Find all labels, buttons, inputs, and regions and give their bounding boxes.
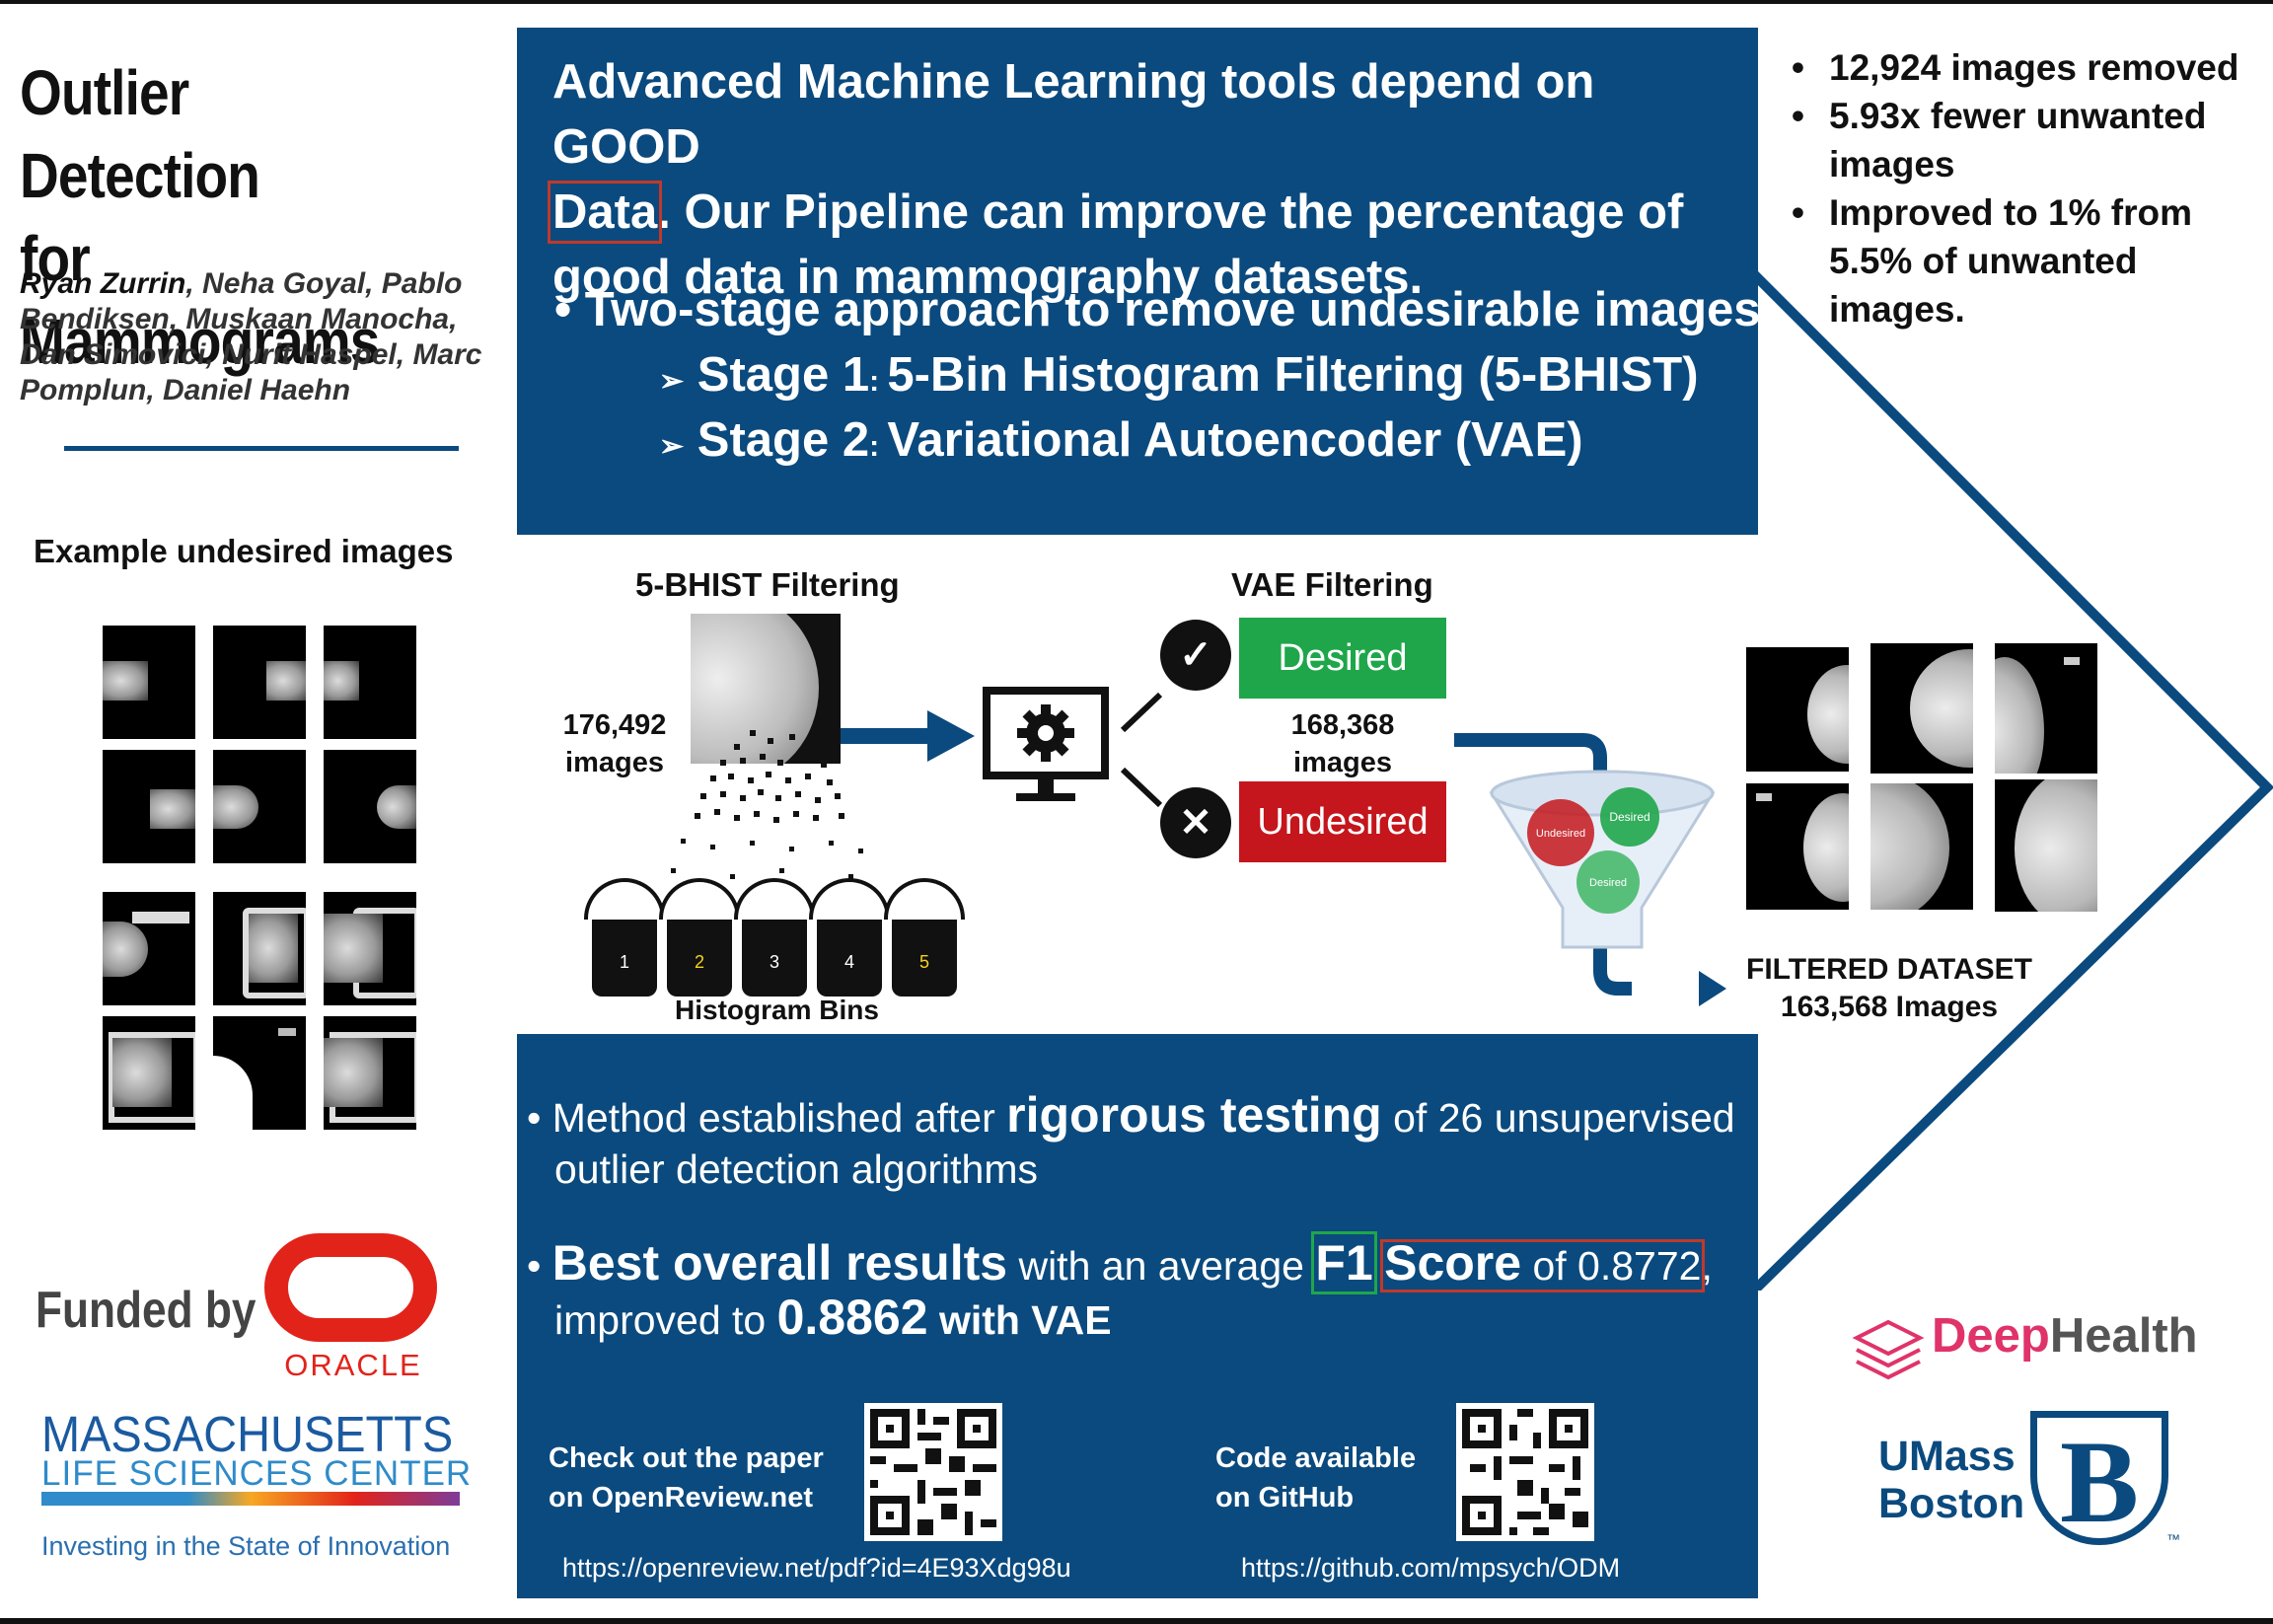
paper-qr-code[interactable] <box>864 1403 1002 1541</box>
arrow-right-icon <box>841 710 975 762</box>
arrow-right-small-icon <box>1699 971 1726 1006</box>
funnel-icon: Undesired Desired Desired <box>1489 770 1716 949</box>
deephealth-layers-icon <box>1852 1319 1925 1380</box>
example-image <box>213 750 306 863</box>
bottom-border <box>0 1618 2273 1624</box>
example-image <box>324 626 416 739</box>
method-bullet: • Method established after rigorous test… <box>527 1087 1735 1192</box>
filtered-image <box>1746 647 1849 772</box>
filtered-image <box>1746 783 1849 910</box>
example-image <box>213 892 306 1005</box>
qr-code-icon <box>1462 1409 1588 1535</box>
example-image <box>324 892 416 1005</box>
bin-bucket: 1 <box>584 878 665 997</box>
example-image <box>213 626 306 739</box>
top-border <box>0 0 2273 4</box>
code-link[interactable]: https://github.com/mpsych/ODM <box>1241 1553 1621 1583</box>
approach-bullet: • Two-stage approach to remove undesirab… <box>554 283 1761 336</box>
example-image <box>103 750 195 863</box>
section-divider <box>64 446 459 451</box>
bins-label: Histogram Bins <box>675 995 879 1025</box>
filtered-image-grid <box>1746 643 2097 912</box>
example-image <box>324 750 416 863</box>
sample-mammogram <box>691 614 841 764</box>
histogram-bins: 1 2 3 4 5 <box>584 878 965 997</box>
branch-lines <box>1121 692 1163 808</box>
stat-item: •5.93x fewer unwanted images <box>1792 96 2207 185</box>
desired-label: Desired <box>1239 618 1446 699</box>
funded-by-label: Funded by <box>36 1282 257 1339</box>
paper-link[interactable]: https://openreview.net/pdf?id=4E93Xdg98u <box>562 1553 1071 1583</box>
data-highlight: Data <box>547 181 663 244</box>
mlsc-dna-stripe <box>41 1492 460 1506</box>
author-list: Ryan Zurrin, Neha Goyal, Pablo Bendiksen… <box>20 267 482 406</box>
bin-bucket: 2 <box>659 878 740 997</box>
deephealth-logo: DeepHealth <box>1932 1309 2198 1363</box>
mlsc-logo-line2: LIFE SCIENCES CENTER <box>41 1454 473 1493</box>
stage2-bullet: ➢ Stage 2: Variational Autoencoder (VAE) <box>659 413 1583 467</box>
umass-shield-icon: B <box>2030 1411 2168 1546</box>
example-image-grid <box>103 626 418 1131</box>
code-caption: Code available on GitHub <box>1215 1442 1417 1513</box>
example-image <box>324 1016 416 1130</box>
pixel-scatter-icon <box>671 730 863 879</box>
funnel-undesired-text: Undesired <box>1536 828 1585 840</box>
qr-code-icon <box>870 1409 996 1535</box>
check-icon: ✓ <box>1160 620 1231 691</box>
filtered-dataset-caption: FILTERED DATASET 163,568 Images <box>1746 953 2032 1023</box>
funnel-desired-text: Desired <box>1589 877 1627 889</box>
example-image <box>103 626 195 739</box>
score-highlight: Score of 0.8772 <box>1380 1235 1706 1292</box>
stage1-bullet: ➢ Stage 1: 5-Bin Histogram Filtering (5-… <box>659 348 1699 402</box>
cross-icon: ✕ <box>1160 787 1231 858</box>
stat-item: •Improved to 1% from 5.5% of unwanted im… <box>1792 192 2192 330</box>
oracle-logo <box>264 1233 437 1342</box>
computer-gear-icon <box>983 687 1109 801</box>
trademark: ™ <box>2166 1531 2180 1547</box>
examples-heading: Example undesired images <box>34 533 454 569</box>
chevron-arrow-icon <box>1754 270 2273 1291</box>
bin-bucket: 3 <box>734 878 815 997</box>
example-image <box>103 892 195 1005</box>
undesired-label: Undesired <box>1239 781 1446 862</box>
input-count: 176,492 images <box>562 709 667 778</box>
stat-item: •12,924 images removed <box>1792 47 2239 88</box>
stats-list: •12,924 images removed •5.93x fewer unwa… <box>1786 43 2259 333</box>
bin-bucket: 5 <box>884 878 965 997</box>
funnel-desired-text: Desired <box>1609 810 1650 824</box>
oracle-wordmark: ORACLE <box>284 1348 422 1382</box>
vae-title: VAE Filtering <box>1231 566 1433 603</box>
filtered-image <box>1995 779 2097 912</box>
filtered-image <box>1995 643 2097 774</box>
example-image <box>103 1016 195 1130</box>
umass-boston-logo: UMass Boston <box>1878 1433 2025 1527</box>
f1-highlight: F1 <box>1311 1231 1377 1294</box>
mlsc-logo-line1: MASSACHUSETTS <box>41 1406 454 1462</box>
kept-count: 168,368 images <box>1290 709 1395 778</box>
paper-caption: Check out the paper on OpenReview.net <box>549 1442 824 1513</box>
intro-statement: Advanced Machine Learning tools depend o… <box>547 55 1684 304</box>
filtered-image <box>1870 783 1973 910</box>
mlsc-tagline: Investing in the State of Innovation <box>41 1531 451 1561</box>
filtered-image <box>1870 643 1973 774</box>
results-bullet: • Best overall results with an average F… <box>527 1231 1713 1345</box>
code-qr-code[interactable] <box>1456 1403 1594 1541</box>
intro-panel <box>517 28 1758 535</box>
example-image <box>213 1016 306 1130</box>
bhist-title: 5-BHIST Filtering <box>635 566 900 603</box>
poster-title: Outlier Detection for Mammograms <box>20 57 380 377</box>
bin-bucket: 4 <box>809 878 890 997</box>
